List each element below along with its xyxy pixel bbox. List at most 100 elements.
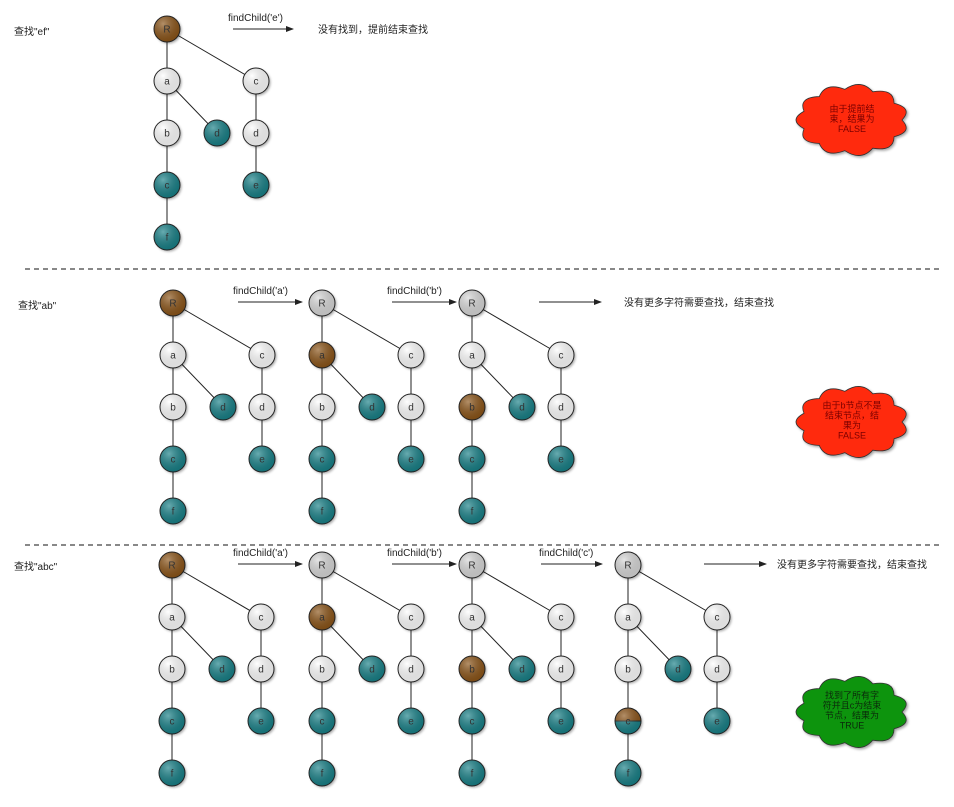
node-label: c <box>165 181 170 192</box>
trie-node-c_left: c <box>158 707 186 735</box>
node-label: a <box>319 351 325 362</box>
trie-node-d_right: d <box>247 655 275 683</box>
trie-node-e: e <box>397 707 425 735</box>
node-label: b <box>319 403 325 414</box>
trie-node-d_right: d <box>397 393 425 421</box>
node-label: b <box>169 665 175 676</box>
trie-edge <box>166 28 257 82</box>
node-label: b <box>319 665 325 676</box>
node-label: f <box>627 769 630 780</box>
result-text: 没有更多字符需要查找，结束查找 <box>624 296 774 309</box>
cloud-text-line: 束，结果为 <box>829 113 874 124</box>
trie-node-a: a <box>458 341 486 369</box>
node-label: c <box>320 455 325 466</box>
cloud-text-line: 由于b节点不是 <box>822 400 881 411</box>
trie-node-d_right: d <box>242 119 270 147</box>
trie-node-d_right: d <box>547 655 575 683</box>
trie-node-e: e <box>547 707 575 735</box>
trie-node-c_right: c <box>547 603 575 631</box>
trie-edge <box>471 564 562 618</box>
node-label: c <box>254 77 259 88</box>
trie-node-d_left: d <box>358 393 386 421</box>
trie-edge <box>627 564 718 618</box>
node-label: c <box>409 613 414 624</box>
node-label: f <box>471 507 474 518</box>
node-label: d <box>714 665 720 676</box>
trie-node-root: R <box>458 551 486 579</box>
trie-node-f: f <box>308 497 336 525</box>
node-label: a <box>164 77 170 88</box>
node-label: e <box>558 717 564 728</box>
trie-node-a: a <box>159 341 187 369</box>
trie-node-c_left: c <box>458 707 486 735</box>
query-label: 查找"ab" <box>18 299 57 312</box>
cloud-text-line: 结束节点，结 <box>825 410 879 421</box>
trie-node-c_left: c <box>308 445 336 473</box>
node-label: f <box>321 769 324 780</box>
trie-node-c_right: c <box>397 603 425 631</box>
node-label: a <box>169 613 175 624</box>
result-text: 没有找到，提前结束查找 <box>318 23 428 36</box>
trie-edge <box>321 564 412 618</box>
node-label: a <box>170 351 176 362</box>
trie-node-d_right: d <box>547 393 575 421</box>
node-label: e <box>714 717 720 728</box>
node-label: R <box>163 25 170 36</box>
node-label: d <box>214 129 220 140</box>
node-label: c <box>409 351 414 362</box>
node-label: d <box>558 403 564 414</box>
trie-node-root: R <box>458 289 486 317</box>
trie-node-b: b <box>614 655 642 683</box>
node-label: f <box>321 507 324 518</box>
node-label: c <box>715 613 720 624</box>
node-label: e <box>408 717 414 728</box>
node-label: f <box>471 769 474 780</box>
trie-node-b: b <box>158 655 186 683</box>
cloud-text-line: 符并且c为结束 <box>823 700 882 711</box>
search-row-3: 查找"abc"findChild('a')findChild('b')findC… <box>14 548 927 748</box>
trie-node-e: e <box>703 707 731 735</box>
find-child-label: findChild('b') <box>387 548 442 559</box>
trie-node-e: e <box>247 707 275 735</box>
trie-node-a: a <box>614 603 642 631</box>
trie-node-root: R <box>308 551 336 579</box>
node-label: d <box>558 665 564 676</box>
trie-node-c_right: c <box>248 341 276 369</box>
trie-node-d_left: d <box>208 655 236 683</box>
trie-node-d_left: d <box>664 655 692 683</box>
node-label: e <box>258 717 264 728</box>
find-child-label: findChild('a') <box>233 548 288 559</box>
cloud-text-line: 果为 <box>843 420 861 431</box>
node-label: c <box>320 717 325 728</box>
trie-node-root: R <box>158 551 186 579</box>
node-label: d <box>408 403 414 414</box>
trie-node-a: a <box>458 603 486 631</box>
find-child-label: findChild('e') <box>228 13 283 24</box>
cloud-text-line: FALSE <box>838 124 866 134</box>
node-label: d <box>408 665 414 676</box>
trie-node-a: a <box>308 341 336 369</box>
trie-node-d_right: d <box>703 655 731 683</box>
trie-node-b: b <box>458 393 486 421</box>
trie-node-root: R <box>153 15 181 43</box>
trie-node-b: b <box>153 119 181 147</box>
node-label: e <box>253 181 259 192</box>
trie-node-root: R <box>159 289 187 317</box>
trie-node-b: b <box>458 655 486 683</box>
node-label: a <box>625 613 631 624</box>
node-label: c <box>559 613 564 624</box>
node-label: a <box>469 351 475 362</box>
query-label: 查找"ef" <box>14 25 50 38</box>
trie-node-c_right: c <box>703 603 731 631</box>
trie-node-d_left: d <box>358 655 386 683</box>
